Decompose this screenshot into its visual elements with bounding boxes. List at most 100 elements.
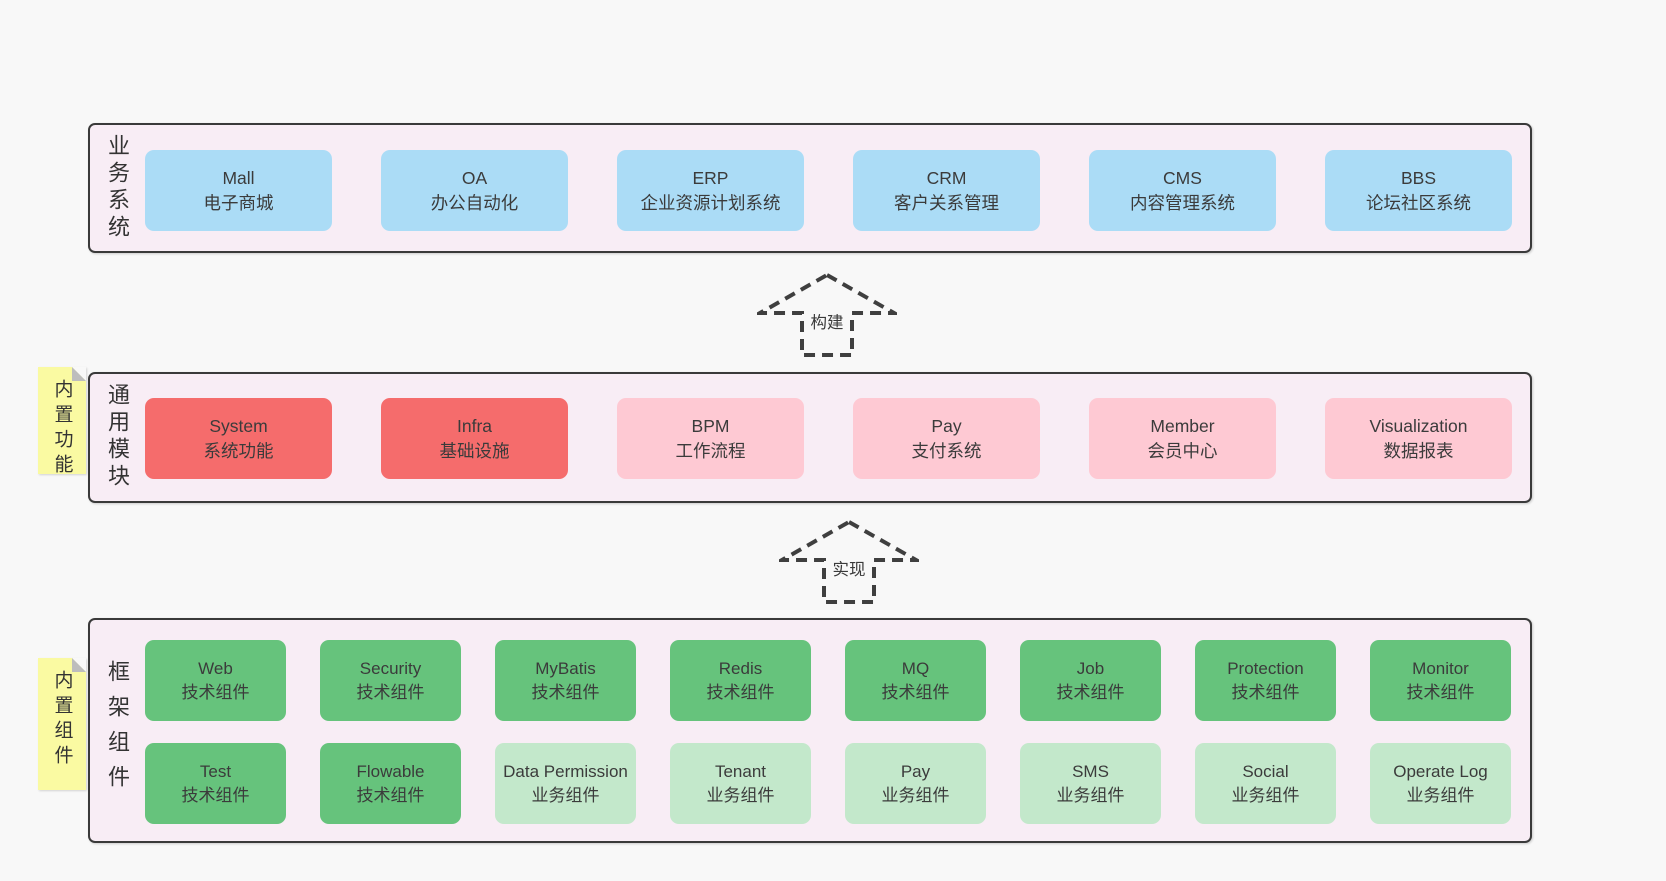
module-box-mall: Mall 电子商城 — [145, 150, 332, 231]
module-box-title: BPM — [691, 416, 730, 436]
module-box-subtitle: 业务组件 — [531, 785, 600, 805]
module-box-crm: CRM 客户关系管理 — [853, 150, 1040, 231]
module-box-subtitle: 业务组件 — [1231, 785, 1300, 805]
module-box-title: MyBatis — [535, 658, 596, 678]
common-modules-boxes: System 系统功能 Infra 基础设施 BPM 工作流程 Pay 支付系统 Member 会… — [145, 398, 1512, 479]
panel-business-systems: 业务系统 Mall 电子商城 OA 办公自动化 ERP 企业资源计划系统 CRM 客户关系管理… — [88, 123, 1532, 253]
module-box-title: CRM — [926, 168, 967, 188]
business-systems-boxes: Mall 电子商城 OA 办公自动化 ERP 企业资源计划系统 CRM 客户关系管理 CMS 内容… — [145, 150, 1512, 231]
module-box-monitor: Monitor 技术组件 — [1370, 640, 1511, 721]
module-box-subtitle: 业务组件 — [1406, 785, 1475, 805]
module-box-erp: ERP 企业资源计划系统 — [617, 150, 804, 231]
module-box-subtitle: 技术组件 — [531, 682, 600, 702]
module-box-tenant: Tenant 业务组件 — [670, 743, 811, 824]
module-box-subtitle: 技术组件 — [181, 682, 250, 702]
module-box-subtitle: 技术组件 — [706, 682, 775, 702]
panel-label-business-systems: 业务系统 — [105, 134, 130, 242]
module-box-title: Pay — [931, 416, 962, 436]
module-box-subtitle: 客户关系管理 — [894, 192, 999, 213]
module-box-title: Job — [1076, 658, 1105, 678]
panel-common-modules: 通用模块 System 系统功能 Infra 基础设施 BPM 工作流程 Pay 支付系统 Me… — [88, 372, 1532, 503]
module-box-subtitle: 论坛社区系统 — [1366, 192, 1471, 213]
module-box-title: CMS — [1163, 168, 1202, 188]
module-box-title: Operate Log — [1393, 761, 1488, 781]
module-box-bpm: BPM 工作流程 — [617, 398, 804, 479]
module-box-title: Member — [1150, 416, 1215, 436]
module-box-title: Web — [198, 658, 233, 678]
module-box-title: OA — [461, 168, 488, 188]
module-box-security: Security 技术组件 — [320, 640, 461, 721]
module-box-title: System — [209, 416, 268, 436]
module-box-subtitle: 业务组件 — [881, 785, 950, 805]
module-box-cms: CMS 内容管理系统 — [1089, 150, 1276, 231]
module-box-subtitle: 企业资源计划系统 — [640, 192, 781, 213]
module-box-title: Test — [199, 761, 232, 781]
module-box-data-permission: Data Permission 业务组件 — [495, 743, 636, 824]
module-box-title: SMS — [1072, 761, 1109, 781]
module-box-subtitle: 技术组件 — [1056, 682, 1125, 702]
module-box-member: Member 会员中心 — [1089, 398, 1276, 479]
module-box-subtitle: 系统功能 — [203, 440, 274, 461]
module-box-title: ERP — [692, 168, 729, 188]
module-box-title: Visualization — [1369, 416, 1468, 436]
sticky-note-builtin-features: 内置功能 — [38, 367, 86, 479]
module-box-subtitle: 技术组件 — [881, 682, 950, 702]
module-box-title: Redis — [718, 658, 763, 678]
module-box-social: Social 业务组件 — [1195, 743, 1336, 824]
dashed-up-arrow-icon — [779, 519, 919, 604]
module-box-subtitle: 业务组件 — [1056, 785, 1125, 805]
module-box-subtitle: 工作流程 — [675, 440, 746, 461]
module-box-subtitle: 电子商城 — [203, 192, 274, 213]
module-box-pay: Pay 支付系统 — [853, 398, 1040, 479]
module-box-redis: Redis 技术组件 — [670, 640, 811, 721]
module-box-oa: OA 办公自动化 — [381, 150, 568, 231]
module-box-flowable: Flowable 技术组件 — [320, 743, 461, 824]
module-box-title: Flowable — [356, 761, 425, 781]
module-box-subtitle: 技术组件 — [356, 785, 425, 805]
module-box-subtitle: 会员中心 — [1147, 440, 1218, 461]
module-box-title: Protection — [1227, 658, 1304, 678]
module-box-subtitle: 业务组件 — [706, 785, 775, 805]
sticky-note-builtin-features-label: 内置功能 — [51, 379, 73, 479]
module-box-title: Infra — [456, 416, 493, 436]
module-box-title: Mall — [222, 168, 255, 188]
implement-arrow: 实现 — [779, 519, 919, 605]
module-box-pay: Pay 业务组件 — [845, 743, 986, 824]
module-box-operate-log: Operate Log 业务组件 — [1370, 743, 1511, 824]
sticky-note-builtin-components-label: 内置组件 — [51, 670, 73, 770]
module-box-title: Security — [359, 658, 422, 678]
panel-label-common-modules: 通用模块 — [105, 383, 130, 491]
module-box-test: Test 技术组件 — [145, 743, 286, 824]
module-box-subtitle: 技术组件 — [1406, 682, 1475, 702]
module-box-subtitle: 基础设施 — [439, 440, 510, 461]
panel-label-framework-components: 框架组件 — [105, 660, 130, 800]
module-box-title: Data Permission — [503, 761, 628, 781]
module-box-protection: Protection 技术组件 — [1195, 640, 1336, 721]
module-box-title: Monitor — [1412, 658, 1469, 678]
module-box-subtitle: 支付系统 — [911, 440, 982, 461]
module-box-subtitle: 技术组件 — [1231, 682, 1300, 702]
module-box-title: Tenant — [714, 761, 767, 781]
dashed-up-arrow-icon — [757, 272, 897, 357]
sticky-note-builtin-components: 内置组件 — [38, 658, 86, 790]
module-box-bbs: BBS 论坛社区系统 — [1325, 150, 1512, 231]
module-box-web: Web 技术组件 — [145, 640, 286, 721]
module-box-title: Pay — [900, 761, 931, 781]
module-box-sms: SMS 业务组件 — [1020, 743, 1161, 824]
module-box-subtitle: 内容管理系统 — [1130, 192, 1235, 213]
module-box-title: BBS — [1400, 168, 1437, 188]
module-box-subtitle: 办公自动化 — [430, 192, 519, 213]
module-box-system: System 系统功能 — [145, 398, 332, 479]
module-box-subtitle: 技术组件 — [181, 785, 250, 805]
module-box-mybatis: MyBatis 技术组件 — [495, 640, 636, 721]
module-box-title: Social — [1242, 761, 1289, 781]
module-box-subtitle: 技术组件 — [356, 682, 425, 702]
build-arrow: 构建 — [757, 272, 897, 358]
module-box-job: Job 技术组件 — [1020, 640, 1161, 721]
